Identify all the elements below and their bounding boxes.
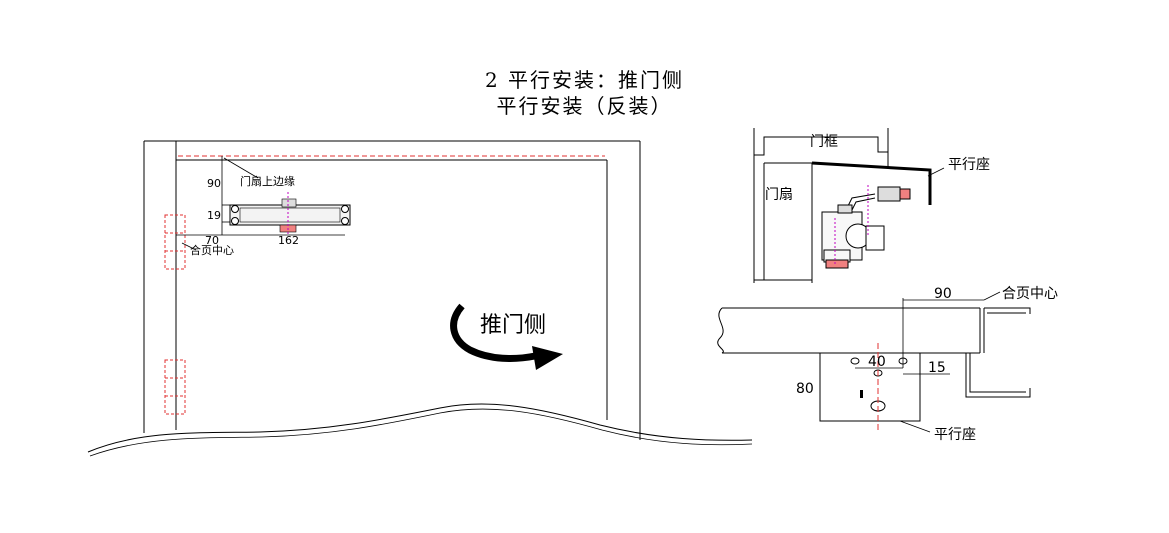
push-side-label: 推门侧 [480,313,546,338]
frame-profile [753,128,889,283]
door-top-edge-label: 门扇上边缘 [240,174,295,188]
bracket-thick-line [811,161,932,205]
arrow-head-icon [532,346,563,370]
frame-label: 门框 [810,134,838,150]
bracket-label-top: 平行座 [934,427,976,443]
hinge-lower [164,359,186,415]
floor-line [87,403,753,453]
dim-90-label: 90 [207,177,221,190]
hinge-upper [164,214,186,270]
floor-line-2 [89,408,753,457]
top-view: 90 合页中心 40 15 80 平行座 [717,286,1058,443]
hinge-center-top-label: 合页中心 [1002,286,1058,302]
dim-70-label: 70 [205,234,219,247]
dim-40-label: 40 [868,354,886,370]
push-direction-arrow [450,303,536,362]
dim-90-top-label: 90 [934,286,952,302]
dim-15-label: 15 [928,360,946,376]
door-closer-body [229,192,351,236]
frame-section [965,307,1031,398]
front-view: 90 19 70 162 门扇上边缘 合页中心 推门侧 [87,140,753,457]
front-dimensions [176,156,345,251]
door-section [717,307,981,354]
top-dimensions [819,291,1001,433]
dim-19-label: 19 [207,209,221,222]
side-view: 门框 门扇 平行座 [753,128,990,283]
dim-80-label: 80 [796,381,814,397]
title-line-1: 2 平行安装：推门侧 [484,68,685,92]
bracket-label-side: 平行座 [948,157,990,173]
hinge-center-label: 合页中心 [190,243,234,257]
door-leaf-label: 门扇 [765,187,793,203]
dim-162-label: 162 [278,234,299,247]
door-frame [143,140,641,440]
title-line-2: 平行安装（反装） [496,94,673,118]
arm-assembly [821,186,911,269]
